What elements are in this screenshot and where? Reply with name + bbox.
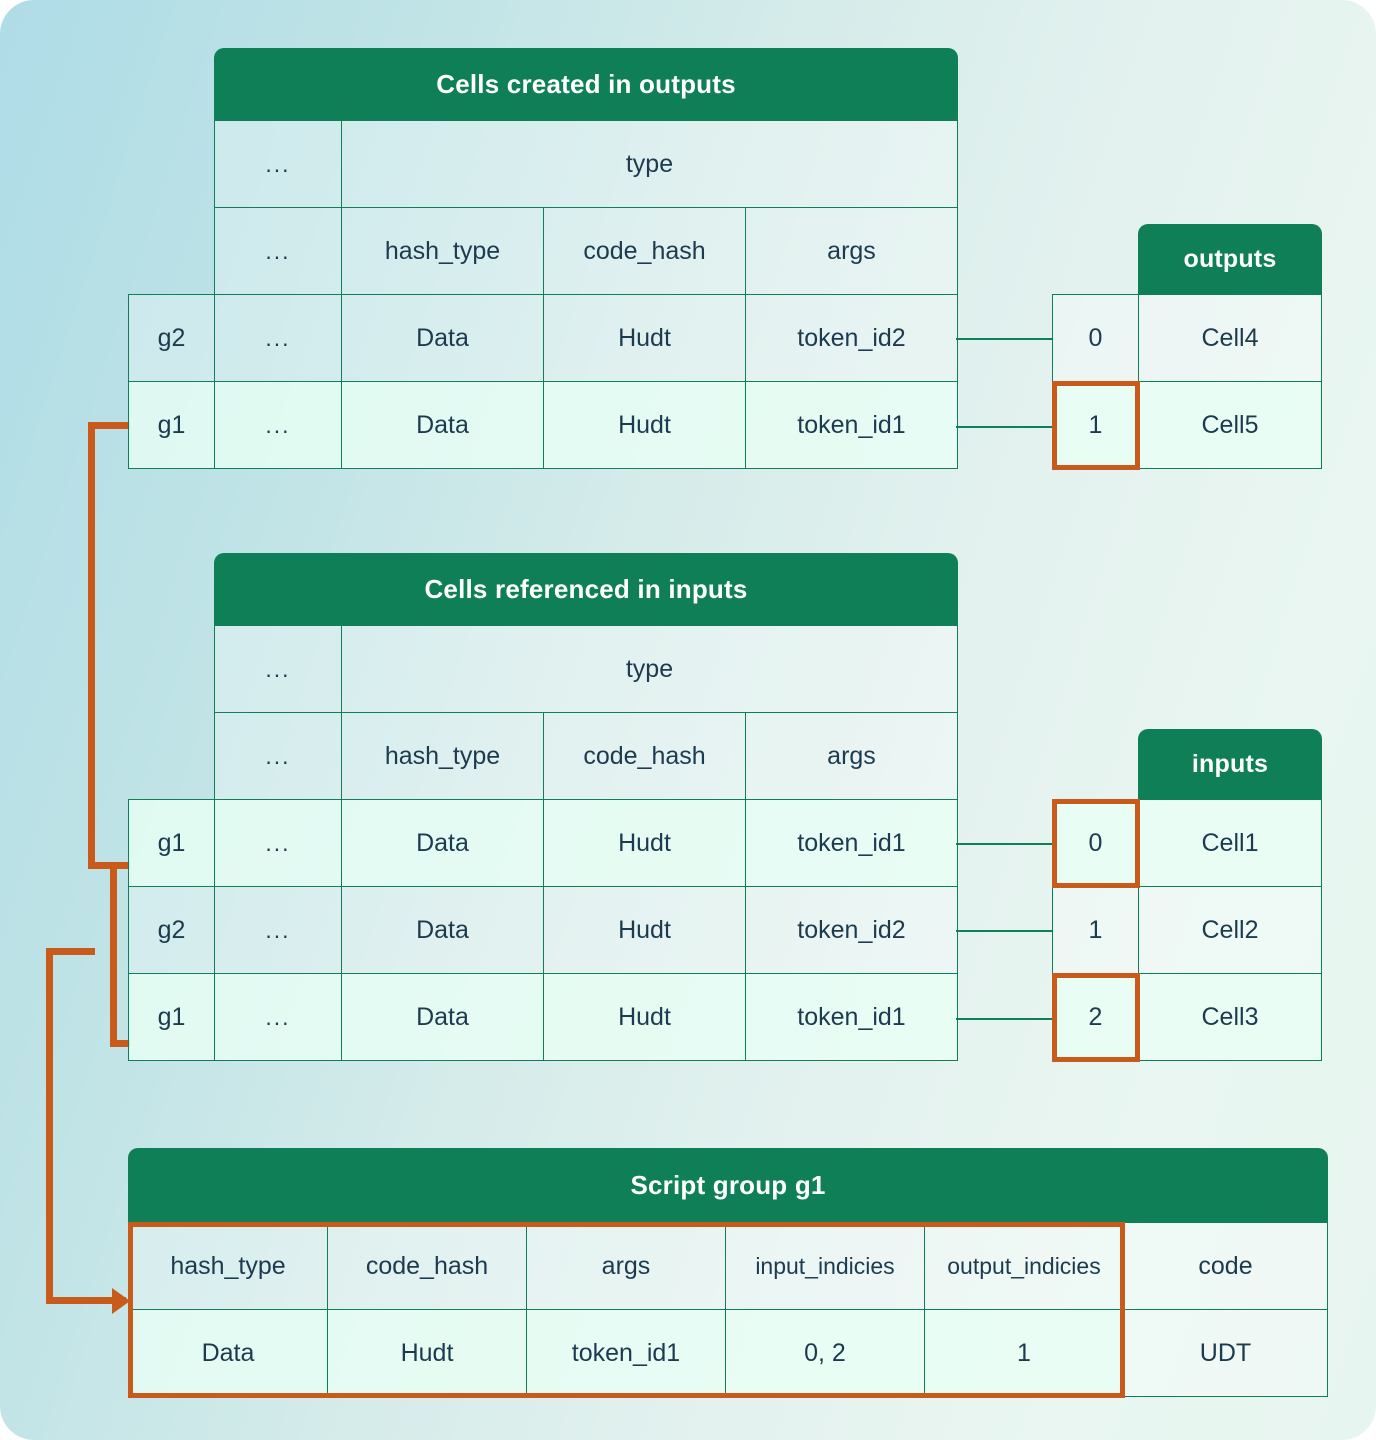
- connector-outputs-row0: [956, 338, 1052, 340]
- inputs-index-number: 1: [1052, 886, 1139, 974]
- inputs-subheader-args: args: [745, 712, 958, 800]
- outputs-row-args: token_id2: [745, 294, 958, 382]
- script-group-value-code-hash: Hudt: [327, 1309, 527, 1397]
- orange-connector-outputs-g1-horizontal: [88, 422, 130, 429]
- outputs-subheader-hash-type: hash_type: [341, 207, 544, 295]
- outputs-row-hash-type: Data: [341, 381, 544, 469]
- inputs-table-grid: ... type ... hash_type code_hash args g1…: [128, 625, 958, 1063]
- outputs-row-code-hash: Hudt: [543, 294, 746, 382]
- outputs-subheader-ellipsis: ...: [214, 207, 342, 295]
- inputs-table-caption: Cells referenced in inputs: [214, 553, 958, 625]
- inputs-header-ellipsis: ...: [214, 625, 342, 713]
- inputs-row-args: token_id2: [745, 886, 958, 974]
- script-group-header-code-hash: code_hash: [327, 1222, 527, 1310]
- inputs-row-hash-type: Data: [341, 973, 544, 1061]
- inputs-row-code-hash: Hudt: [543, 799, 746, 887]
- outputs-row-ellipsis: ...: [214, 294, 342, 382]
- inputs-index-number: 2: [1052, 973, 1139, 1061]
- outputs-row-group: g2: [128, 294, 215, 382]
- connector-inputs-row0: [956, 843, 1052, 845]
- outputs-row-code-hash: Hudt: [543, 381, 746, 469]
- outputs-index-caption: outputs: [1138, 224, 1322, 294]
- inputs-row-hash-type: Data: [341, 886, 544, 974]
- outputs-table: Cells created in outputs: [214, 48, 958, 120]
- outputs-index-number: 1: [1052, 381, 1139, 469]
- outputs-index-cell: Cell4: [1138, 294, 1322, 382]
- outputs-index-number: 0: [1052, 294, 1139, 382]
- inputs-index-caption: inputs: [1138, 729, 1322, 799]
- outputs-table-grid: ... type ... hash_type code_hash args g2…: [128, 120, 958, 470]
- connector-outputs-row1: [956, 426, 1052, 428]
- orange-arrow-head: [112, 1288, 130, 1314]
- inputs-row-hash-type: Data: [341, 799, 544, 887]
- outputs-row-group: g1: [128, 381, 215, 469]
- script-group-value-output-indicies: 1: [924, 1309, 1124, 1397]
- orange-connector-outer-horizontal-bottom: [46, 1297, 126, 1304]
- inputs-row-ellipsis: ...: [214, 886, 342, 974]
- inputs-row-args: token_id1: [745, 799, 958, 887]
- inputs-row-ellipsis: ...: [214, 973, 342, 1061]
- script-group-caption: Script group g1: [128, 1148, 1328, 1222]
- inputs-index-cell: Cell2: [1138, 886, 1322, 974]
- outputs-index-highlight-box: [1052, 381, 1140, 470]
- outputs-row-ellipsis: ...: [214, 381, 342, 469]
- inputs-subheader-hash-type: hash_type: [341, 712, 544, 800]
- inputs-header-type: type: [341, 625, 958, 713]
- inputs-row-group: g1: [128, 973, 215, 1061]
- connector-inputs-row1: [956, 930, 1052, 932]
- outputs-row-args: token_id1: [745, 381, 958, 469]
- outputs-subheader-code-hash: code_hash: [543, 207, 746, 295]
- script-group-header-code: code: [1123, 1222, 1328, 1310]
- outputs-header-type: type: [341, 120, 958, 208]
- inputs-subheader-code-hash: code_hash: [543, 712, 746, 800]
- inputs-row-args: token_id1: [745, 973, 958, 1061]
- inputs-table: Cells referenced in inputs: [214, 553, 958, 625]
- orange-connector-inputs-g1a-horizontal: [88, 862, 130, 869]
- inputs-row-code-hash: Hudt: [543, 886, 746, 974]
- orange-connector-outer-vertical: [46, 948, 53, 1304]
- inputs-index-highlight-box-0: [1052, 799, 1140, 888]
- outputs-subheader-args: args: [745, 207, 958, 295]
- inputs-index-number: 0: [1052, 799, 1139, 887]
- inputs-index-highlight-box-2: [1052, 973, 1140, 1062]
- inputs-row-group: g1: [128, 799, 215, 887]
- script-group-header-output-indicies: output_indicies: [924, 1222, 1124, 1310]
- orange-connector-trunk-lower: [110, 862, 117, 1046]
- script-group-value-hash-type: Data: [128, 1309, 328, 1397]
- outputs-header-ellipsis: ...: [214, 120, 342, 208]
- inputs-row-group: g2: [128, 886, 215, 974]
- outputs-row-hash-type: Data: [341, 294, 544, 382]
- inputs-subheader-ellipsis: ...: [214, 712, 342, 800]
- script-group-value-code: UDT: [1123, 1309, 1328, 1397]
- orange-connector-trunk-upper: [88, 422, 95, 869]
- inputs-row-ellipsis: ...: [214, 799, 342, 887]
- script-group-highlight-box: [128, 1222, 1125, 1398]
- outputs-table-caption: Cells created in outputs: [214, 48, 958, 120]
- connector-inputs-row2: [956, 1018, 1052, 1020]
- inputs-index-cell: Cell1: [1138, 799, 1322, 887]
- inputs-row-code-hash: Hudt: [543, 973, 746, 1061]
- orange-connector-inputs-g1b-horizontal: [110, 1040, 130, 1047]
- orange-connector-outer-horizontal-top: [46, 948, 95, 955]
- script-group-header-hash-type: hash_type: [128, 1222, 328, 1310]
- outputs-index-cell: Cell5: [1138, 381, 1322, 469]
- inputs-index-cell: Cell3: [1138, 973, 1322, 1061]
